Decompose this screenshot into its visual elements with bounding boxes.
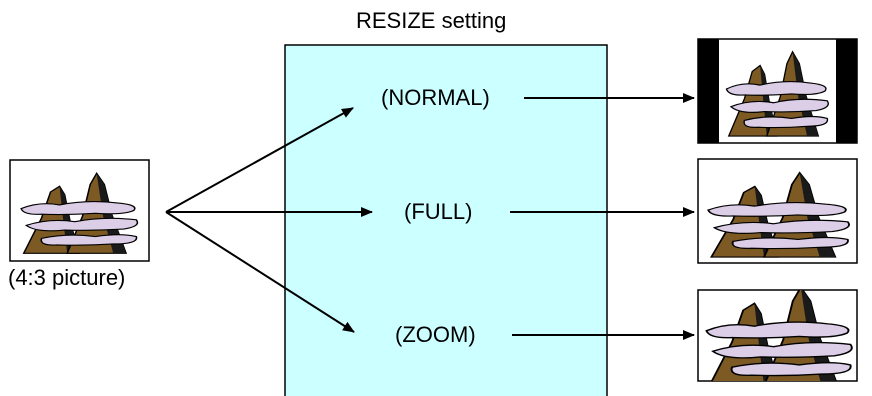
zoom-output-picture	[698, 287, 857, 385]
full-output-picture	[698, 159, 857, 263]
normal-output-picture	[698, 39, 857, 143]
source-picture	[10, 160, 149, 261]
source-picture-caption: (4:3 picture)	[8, 267, 125, 289]
mode-label-normal: (NORMAL)	[381, 87, 490, 109]
mode-label-full: (FULL)	[404, 201, 472, 223]
diagram-title: RESIZE setting	[356, 10, 506, 32]
mode-label-zoom: (ZOOM)	[395, 324, 476, 346]
